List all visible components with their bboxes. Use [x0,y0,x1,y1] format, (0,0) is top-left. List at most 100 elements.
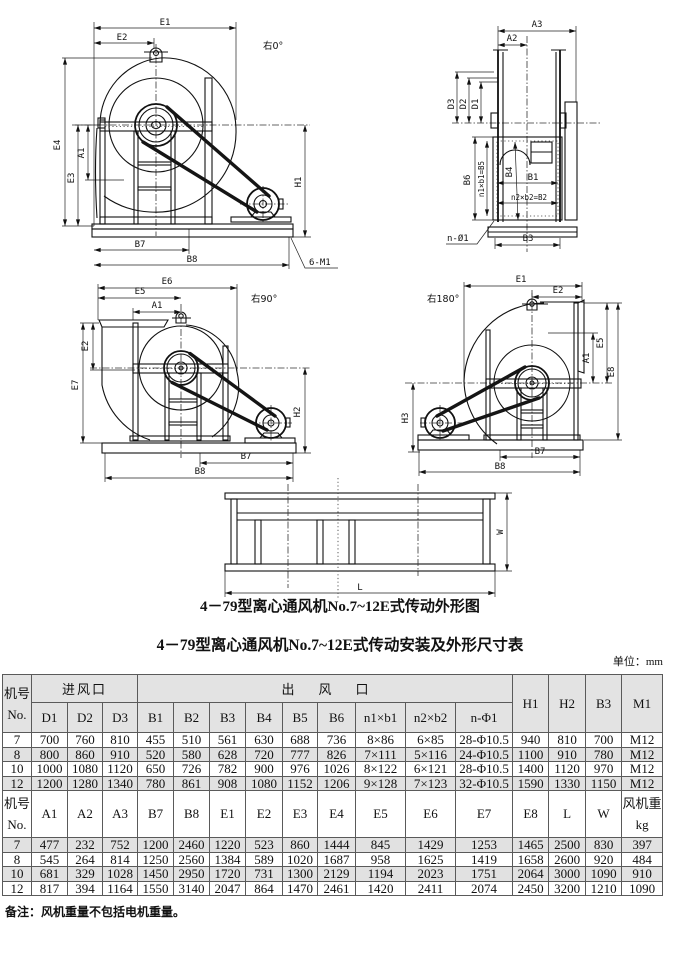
table-cell: 1465 [512,837,550,853]
dimension-b4 [513,141,520,221]
fan-volute [185,324,240,438]
header-b2: B2 [173,702,211,733]
table-cell: 589 [245,851,284,867]
table-cell: 561 [209,732,247,748]
label-e2: E2 [81,341,91,352]
table-cell: 1090 [585,866,623,882]
base-frame [91,223,294,238]
header-model-label-en: No. [7,706,27,722]
motor [244,407,296,444]
header-d3: D3 [101,702,139,733]
label-e2: E2 [553,286,564,296]
lifting-lug [172,311,191,324]
label-b2: n2×b2=B2 [511,193,547,202]
header-e7: E7 [455,790,514,838]
drawing-sheet: E1 E2 右0° E4 E3 A1 H1 B7 B8 6-M1 [53,18,622,600]
view-right-90: E6 E5 A1 右90° E2 E7 H2 B7 B8 [71,277,311,482]
table-cell: 1590 [512,775,550,791]
table-cell: 484 [621,851,664,867]
view-side: A3 A2 D3 D2 D1 B6 n1×b1=B5 B4 B1 n2×b2=B… [446,20,600,252]
extension-lines [62,22,311,269]
center-lines [405,290,612,458]
label-b4: B4 [505,167,515,178]
table-cell: 2074 [455,880,514,896]
table-cell: 2064 [512,866,550,882]
table-cell: 397 [621,837,664,853]
header-n2-b2: n2×b2 [405,702,457,733]
header-model-label-en: No. [7,817,27,832]
table-cell: 910 [621,866,664,882]
table-cell: 1280 [67,775,103,791]
label-a1: A1 [152,301,163,311]
label-b1: B1 [528,173,539,183]
label-d1: D1 [471,99,481,110]
table-header-row: D1 D2 D3 B1 B2 B3 B4 B5 B6 n1×b1 n2×b2 n… [3,702,663,733]
label-b8: B8 [495,462,506,472]
header-e8: E8 [512,790,550,838]
table-cell: 864 [245,880,284,896]
header-weight-unit: kg [635,817,649,832]
label-e6: E6 [162,277,173,287]
table-cell: 3140 [173,880,211,896]
header-model-label: 机号 [3,796,30,811]
table-cell: 9×128 [355,775,407,791]
support-frame [483,302,582,441]
table-cell: 2129 [317,866,357,882]
table-cell: 1200 [31,775,68,791]
label-b7: B7 [241,452,252,462]
table-cell: 1720 [209,866,247,882]
table-cell: 1658 [512,851,550,867]
model-number-cell: 10 [2,866,32,882]
table-cell: 1330 [548,775,587,791]
center-lines [72,44,310,236]
model-number-cell: 7 [2,837,32,853]
label-b8: B8 [195,467,206,477]
table-cell: 2500 [548,837,587,853]
table-cell: 800 [31,746,68,762]
header-h1: H1 [512,674,550,733]
label-b7: B7 [135,240,146,250]
table-cell: 976 [282,761,319,777]
table-cell: 1420 [355,880,407,896]
header-a3: A3 [101,790,139,838]
table-cell: 1120 [101,761,139,777]
table-cell: 510 [173,732,211,748]
holes-leader-line [446,220,495,245]
lifting-lug [522,298,548,311]
table-cell: 1164 [101,880,139,896]
view-right-0: E1 E2 右0° E4 E3 A1 H1 B7 B8 6-M1 [53,18,338,269]
view-base-plan: W L [224,478,512,600]
table-cell: 1028 [101,866,139,882]
model-number-cell: 12 [2,880,32,896]
motor-plate [564,101,578,221]
table-cell: 28-Φ10.5 [455,732,514,748]
table-cell: 1194 [355,866,407,882]
table-cell: 6×85 [405,732,457,748]
table-cell: 752 [101,837,139,853]
header-model-label: 机号 [3,685,30,701]
header-model-no: 机号 No. [2,790,32,838]
table-cell: 232 [67,837,103,853]
table-cell: 2411 [405,880,457,896]
table-cell: 8×122 [355,761,407,777]
fan-pulley [134,103,178,147]
table-cell: 477 [31,837,68,853]
table-cell: 1100 [512,746,550,762]
table-cell: 545 [31,851,68,867]
table-cell: 3000 [548,866,587,882]
table-cell: 2560 [173,851,211,867]
motor [230,187,292,223]
header-e3: E3 [282,790,319,838]
drive-belt [165,105,271,198]
label-a3: A3 [532,20,543,30]
label-h2: H2 [293,407,303,418]
table-cell: 2950 [173,866,211,882]
header-group-inlet: 进风口 [30,674,139,703]
table-cell: 2450 [512,880,550,896]
header-b5: B5 [282,702,319,733]
table-cell: 2460 [173,837,211,853]
table-cell: 688 [282,732,319,748]
table-cell: 1300 [282,866,319,882]
